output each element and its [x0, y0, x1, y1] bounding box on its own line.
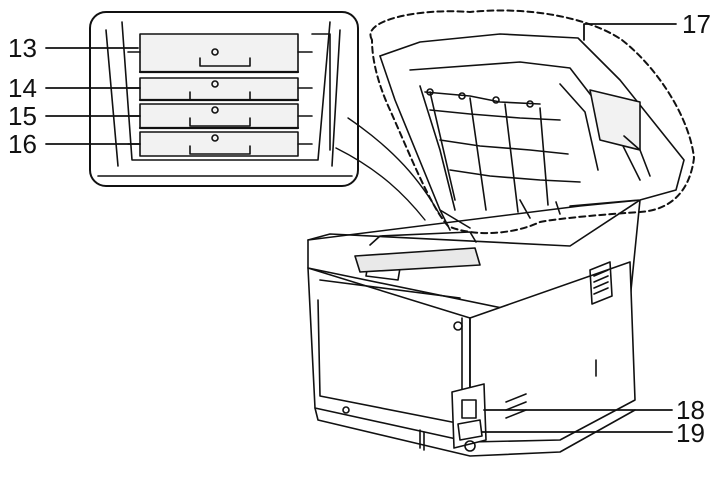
toner-cartridge-2 [138, 77, 300, 102]
toner-cartridge-4 [139, 131, 299, 157]
callout-15: 15 [8, 101, 37, 131]
callout-16: 16 [8, 129, 37, 159]
rear-parts [451, 383, 487, 452]
top-cover [379, 33, 685, 231]
cover-dashed-outline [369, 9, 695, 234]
zoom-line-2 [335, 147, 426, 221]
zoom-line-1 [347, 117, 441, 216]
toner-cartridge-1 [138, 33, 300, 74]
callout-19: 19 [676, 418, 705, 448]
toner-inset [89, 11, 359, 187]
toner-cartridge-3 [138, 103, 300, 130]
callout-17: 17 [682, 9, 711, 39]
callout-13: 13 [8, 33, 37, 63]
leader-17 [583, 23, 677, 41]
callout-18: 18 [676, 395, 705, 425]
callout-14: 14 [8, 73, 37, 103]
printer-body [307, 199, 641, 457]
